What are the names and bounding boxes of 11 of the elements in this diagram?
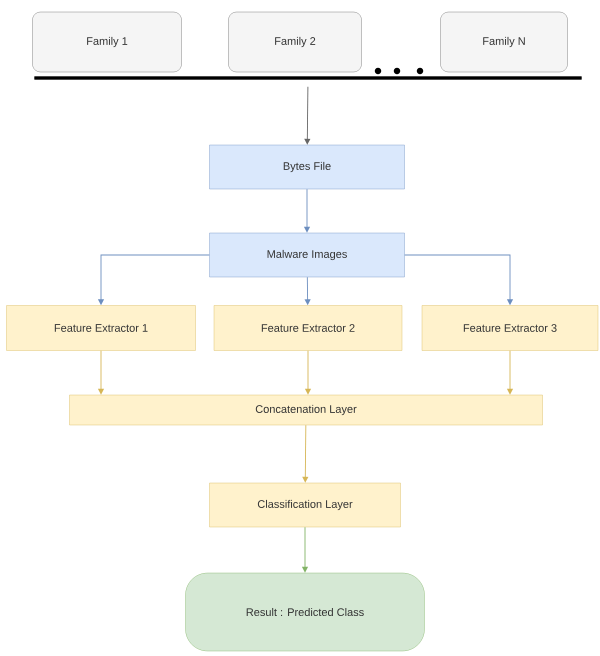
process-box: Malware Images [209, 232, 405, 278]
process-box: Feature Extractor 1 [6, 305, 196, 351]
process-box: Classification Layer [209, 482, 401, 528]
family-box: Family 1 [32, 12, 182, 72]
family-box: Family N [440, 12, 568, 72]
process-box: Concatenation Layer [69, 394, 543, 426]
process-box: Bytes File [209, 144, 405, 190]
result-box: Result : Predicted Class [185, 572, 425, 652]
process-box: Feature Extractor 3 [422, 305, 598, 351]
family-box: Family 2 [228, 12, 362, 72]
process-box: Feature Extractor 2 [214, 305, 402, 351]
